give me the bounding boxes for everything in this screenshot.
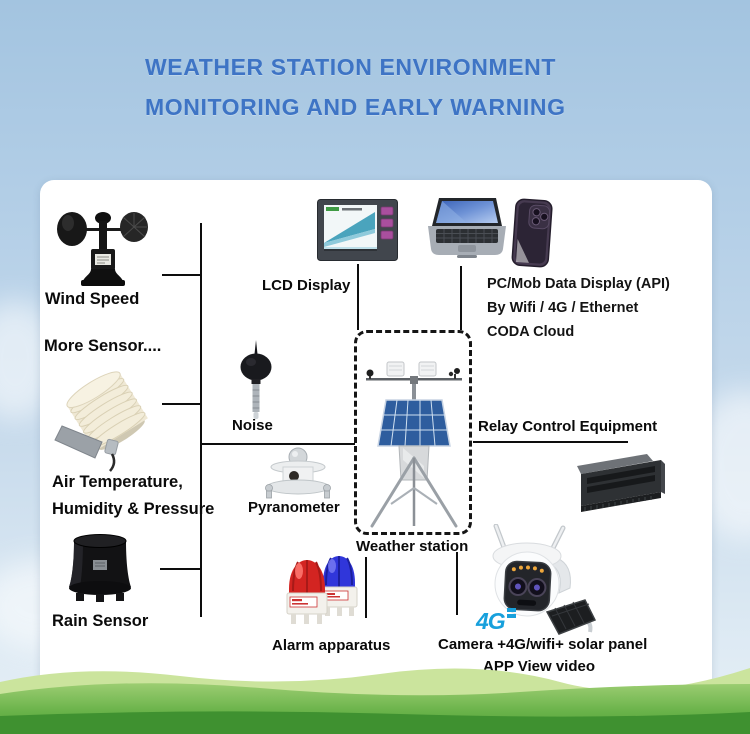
- rain-sensor-image: [58, 532, 142, 604]
- weather-station-image: [358, 340, 470, 532]
- weather-station-label: Weather station: [356, 538, 469, 555]
- relay-equipment-image: [575, 450, 667, 516]
- pc-mob-line1: PC/Mob Data Display (API): [487, 276, 670, 292]
- connector-airtemp-stub: [162, 403, 202, 405]
- pc-mob-line3: CODA Cloud: [487, 324, 575, 340]
- connector-station-to-camera: [456, 552, 458, 615]
- wind-speed-label: Wind Speed: [45, 290, 140, 308]
- lte-bars-icon: [506, 608, 516, 620]
- connector-main-vertical: [200, 223, 202, 617]
- camera-sub-label: APP View video: [483, 658, 595, 675]
- alarm-label: Alarm apparatus: [272, 637, 391, 654]
- weather-station-frame: [354, 330, 472, 535]
- noise-label: Noise: [232, 417, 273, 434]
- air-temp-label-line2: Humidity & Pressure: [52, 500, 215, 518]
- connector-laptop-vertical: [460, 266, 462, 330]
- connector-station-to-alarm: [365, 557, 367, 618]
- camera-label: Camera +4G/wifi+ solar panel: [438, 636, 648, 653]
- rain-sensor-label: Rain Sensor: [52, 612, 149, 630]
- lcd-display-label: LCD Display: [262, 277, 351, 294]
- relay-label: Relay Control Equipment: [478, 418, 658, 435]
- connector-wind-stub: [162, 274, 202, 276]
- grass-foreground: [0, 668, 750, 734]
- page-title-line2: MONITORING AND EARLY WARNING: [145, 94, 566, 120]
- alarm-apparatus-image: [283, 553, 369, 629]
- connector-sensors-to-station: [200, 443, 355, 445]
- pc-mob-display-text: PC/Mob Data Display (API) By Wifi / 4G /…: [487, 272, 670, 344]
- camera-image: [465, 523, 597, 640]
- lcd-display-image: [317, 199, 398, 261]
- air-temp-label-line1: Air Temperature,: [52, 473, 183, 491]
- connector-rain-stub: [160, 568, 202, 570]
- wind-speed-sensor-image: [55, 203, 150, 288]
- 4g-logo: 4G: [476, 608, 516, 635]
- laptop-image: [427, 197, 507, 264]
- noise-sensor-image: [238, 340, 274, 420]
- page-title-line1: WEATHER STATION ENVIRONMENT: [145, 54, 557, 80]
- more-sensor-label: More Sensor....: [44, 337, 162, 355]
- pc-mob-line2: By Wifi / 4G / Ethernet: [487, 300, 639, 316]
- connector-relay-horizontal: [473, 441, 628, 443]
- pyranometer-image: [252, 444, 344, 502]
- smartphone-image: [509, 198, 555, 270]
- air-temperature-sensor-image: [48, 368, 172, 472]
- 4g-logo-text: 4G: [476, 608, 506, 634]
- diagram-card: [40, 180, 712, 692]
- connector-lcd-vertical: [357, 264, 359, 330]
- pyranometer-label: Pyranometer: [248, 499, 340, 516]
